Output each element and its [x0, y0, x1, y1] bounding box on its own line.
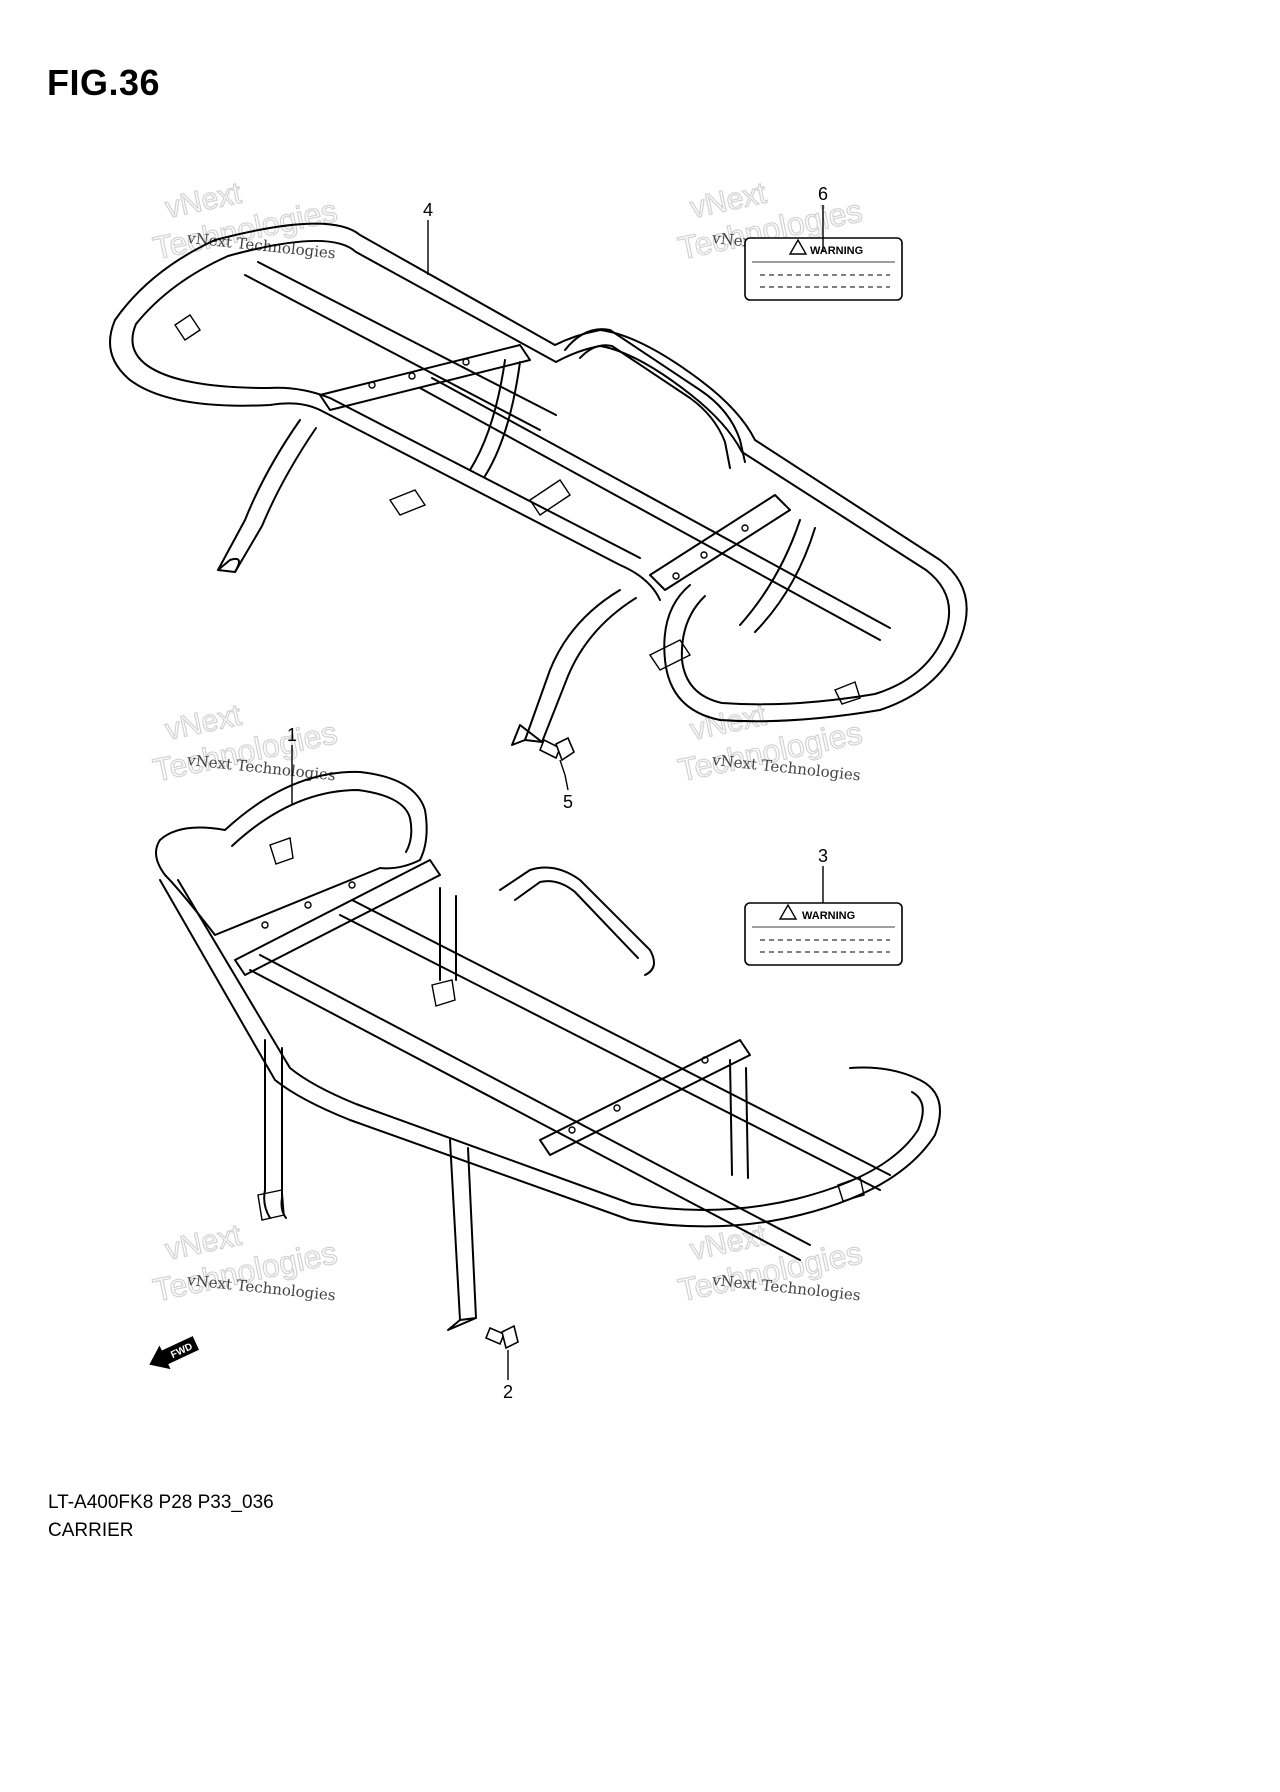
- bolt-part-5[interactable]: [538, 736, 575, 776]
- watermark: vNext Technologies vNext Technologies: [674, 698, 865, 789]
- bolt-part-2[interactable]: [484, 1324, 519, 1370]
- callout-2: 2: [503, 1382, 513, 1402]
- figure-title: FIG.36: [47, 62, 161, 103]
- watermark: vNext Technologies vNext Technologies: [674, 1218, 865, 1309]
- watermark-group: vNext Technologies vNext Technologies vN…: [149, 176, 865, 1309]
- watermark: vNext Technologies vNext Technologies: [149, 176, 340, 267]
- callouts: 4 6 5 1 3 2: [287, 184, 828, 1402]
- warning-label-text: WARNING: [810, 245, 863, 257]
- fwd-arrow-text: FWD: [169, 1341, 194, 1361]
- front-carrier-part-1[interactable]: [155, 770, 941, 1331]
- leader-line-5: [564, 774, 569, 791]
- callout-6: 6: [818, 184, 828, 204]
- model-code-caption: LT-A400FK8 P28 P33_036: [48, 1492, 274, 1513]
- warning-label-text: WARNING: [802, 910, 855, 922]
- callout-3: 3: [818, 846, 828, 866]
- watermark: vNext Technologies vNext Technologies: [149, 1218, 340, 1309]
- callout-4: 4: [423, 200, 433, 220]
- fwd-arrow-icon: FWD: [149, 1336, 199, 1370]
- watermark: vNext Technologies vNext Technologies: [149, 698, 340, 789]
- warning-label-part-3[interactable]: WARNING: [744, 902, 903, 966]
- callout-5: 5: [563, 792, 573, 812]
- callout-1: 1: [287, 725, 297, 745]
- section-caption: CARRIER: [48, 1520, 134, 1541]
- rear-carrier-part-4[interactable]: [109, 222, 968, 746]
